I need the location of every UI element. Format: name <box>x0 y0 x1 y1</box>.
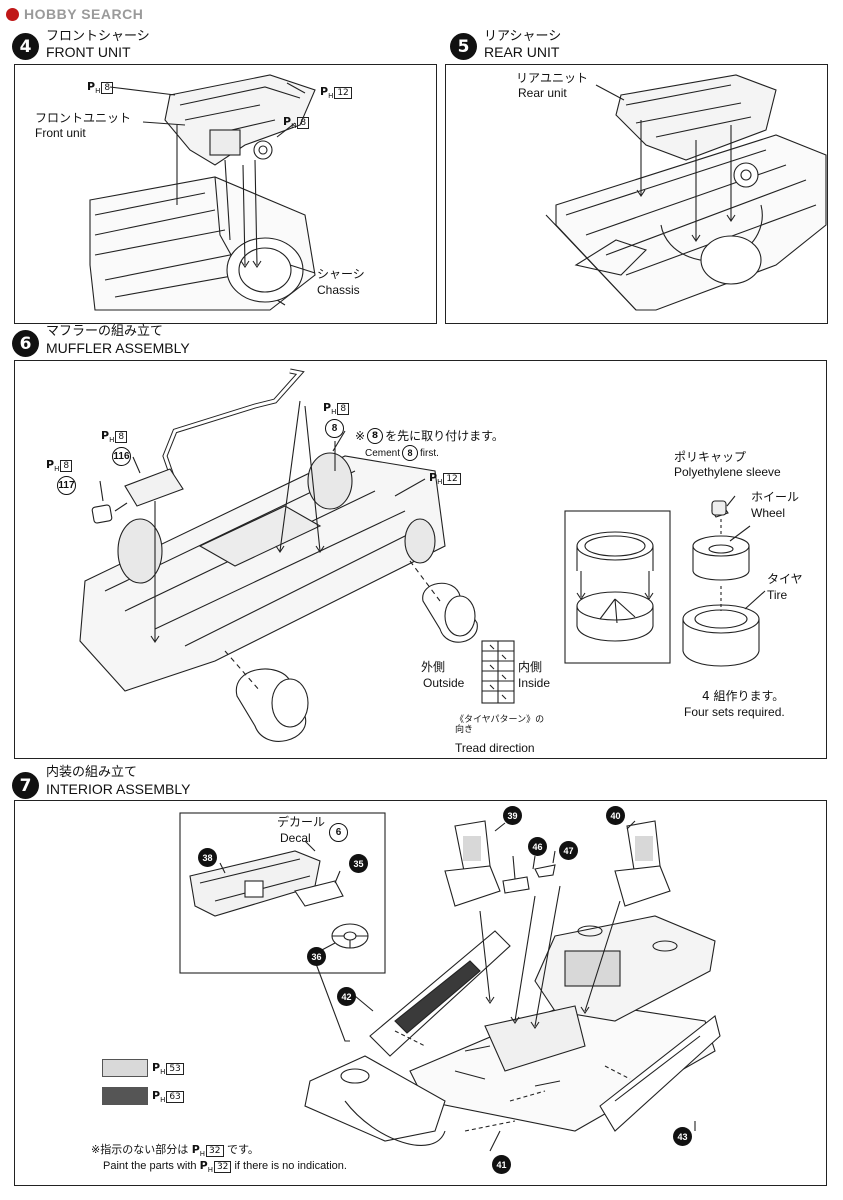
four-sets-label-en: Four sets required. <box>684 705 785 719</box>
step6-title-en: MUFFLER ASSEMBLY <box>46 340 190 356</box>
step6-title-jp: マフラーの組み立て <box>46 324 164 339</box>
outside-label-jp: 外側 <box>421 660 446 674</box>
note-en-suffix: first. <box>420 447 439 459</box>
muffler-assembly-illustration <box>79 368 766 742</box>
front-unit-illustration <box>89 74 316 311</box>
paint-legend-swatch-dark <box>102 1087 148 1105</box>
rear-unit-illustration <box>545 74 827 311</box>
tread-direction-label-en: Tread direction <box>455 741 535 755</box>
part-117-badge: 117 <box>57 476 76 495</box>
footnote-en-a: Paint the parts with <box>103 1160 197 1172</box>
part-40-badge: 40 <box>606 806 625 825</box>
decal-label-en: Decal <box>280 831 311 845</box>
watermark-logo-icon <box>6 7 19 21</box>
chassis-label-en: Chassis <box>317 283 360 297</box>
step5-number: 5 <box>450 33 477 60</box>
part-39-badge: 39 <box>503 806 522 825</box>
step7-panel: デカール Decal 6 38 35 36 39 40 46 47 42 43 … <box>14 800 827 1186</box>
rear-unit-label-jp: リアユニット <box>516 71 589 85</box>
front-unit-label-en: Front unit <box>35 126 86 140</box>
poly-sleeve-label-jp: ポリキャップ <box>674 450 747 464</box>
note-part-8-badge: 8 <box>367 428 384 444</box>
inside-label-jp: 内側 <box>518 660 543 674</box>
tire-label-en: Tire <box>767 588 788 602</box>
tire-label-jp: タイヤ <box>767 572 803 586</box>
inside-label-en: Inside <box>518 676 551 690</box>
watermark-text: HOBBY SEARCH <box>24 6 144 22</box>
note-jp-text: を先に取り付けます。 <box>385 429 504 443</box>
cement-first-note-jp: ※ 8 を先に取り付けます。 <box>355 428 504 444</box>
rear-unit-label-en: Rear unit <box>518 86 567 100</box>
wheel-label-en: Wheel <box>751 506 786 520</box>
part-116-badge: 116 <box>112 447 131 466</box>
part-38-badge: 38 <box>198 848 217 867</box>
part-46-badge: 46 <box>528 837 547 856</box>
step5-title-en: REAR UNIT <box>484 44 560 60</box>
part-36-badge: 36 <box>307 947 326 966</box>
step7-number: 7 <box>12 772 39 799</box>
step7-title-en: INTERIOR ASSEMBLY <box>46 781 191 797</box>
decal-6-badge: 6 <box>329 823 348 842</box>
part-42-badge: 42 <box>337 987 356 1006</box>
note-prefix: ※ <box>355 429 366 443</box>
step5-title-jp: リアシャーシ <box>484 29 562 44</box>
step7-title-jp: 内装の組み立て <box>46 765 138 780</box>
interior-assembly-illustration <box>179 812 721 1152</box>
cement-first-note-en: Cement 8 first. <box>365 445 439 461</box>
hobby-search-watermark: HOBBY SEARCH <box>6 6 143 22</box>
note-en-part-8-badge: 8 <box>402 445 419 461</box>
footnote-jp-b: です。 <box>227 1143 259 1156</box>
paint-legend-swatch-light <box>102 1059 148 1077</box>
front-unit-label-jp: フロントユニット <box>35 111 132 125</box>
part-35-badge: 35 <box>349 854 368 873</box>
part-8-badge: 8 <box>325 419 344 438</box>
part-47-badge: 47 <box>559 841 578 860</box>
step4-title-jp: フロントシャーシ <box>46 29 150 44</box>
note-en-prefix: Cement <box>365 447 401 459</box>
footnote-en-b: if there is no indication. <box>234 1160 347 1172</box>
decal-label-jp: デカール <box>277 815 326 829</box>
part-41-badge: 41 <box>492 1155 511 1174</box>
step6-number: 6 <box>12 330 39 357</box>
four-sets-label-jp: 4 組作ります。 <box>702 689 785 703</box>
outside-label-en: Outside <box>423 676 465 690</box>
tread-pattern-label-jp: 《タイヤパターン》の向き <box>455 715 545 735</box>
step4-number: 4 <box>12 33 39 60</box>
chassis-label-jp: シャーシ <box>317 267 365 281</box>
wheel-label-jp: ホイール <box>751 490 800 504</box>
footnote-jp-a: ※指示のない部分は <box>91 1143 189 1156</box>
poly-sleeve-label-en: Polyethylene sleeve <box>674 465 781 479</box>
step5-panel: リアユニット Rear unit <box>445 64 828 324</box>
step4-title-en: FRONT UNIT <box>46 44 131 60</box>
part-43-badge: 43 <box>673 1127 692 1146</box>
